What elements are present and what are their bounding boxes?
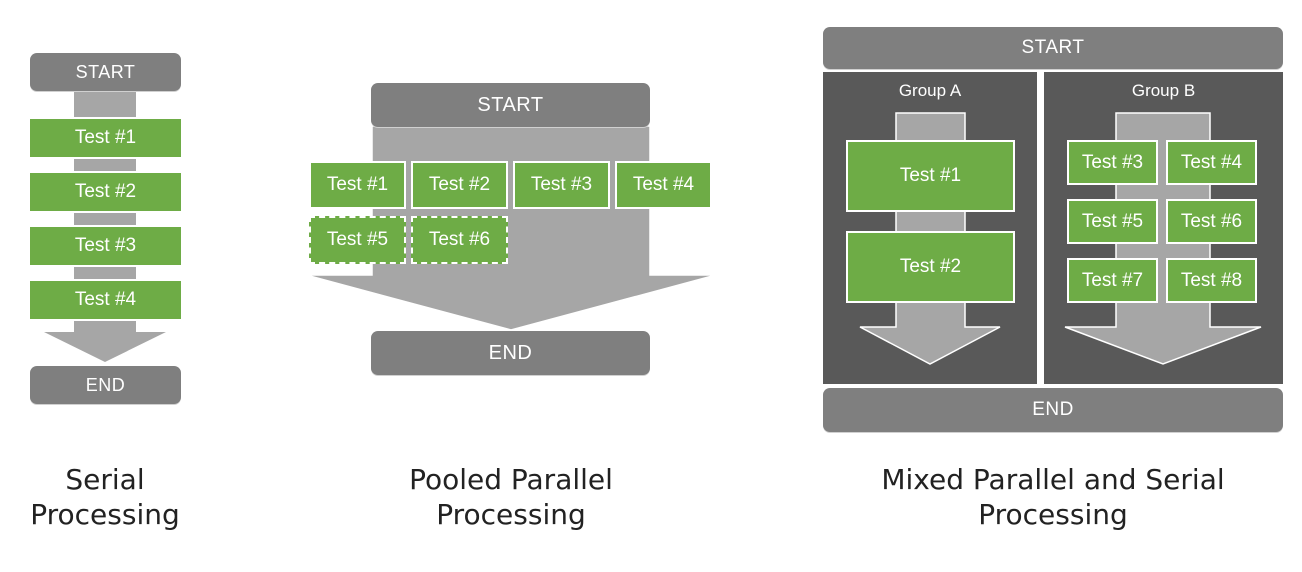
- group-a-test-1: Test #1: [846, 140, 1015, 212]
- group-b-test-5: Test #5: [1067, 199, 1158, 244]
- pooled-end-box: END: [371, 331, 650, 375]
- group-b-test-7: Test #7: [1067, 258, 1158, 303]
- group-b-test-3: Test #3: [1067, 140, 1158, 185]
- serial-caption-line2: Processing: [30, 498, 180, 531]
- pooled-caption: Pooled Parallel Processing: [361, 462, 661, 532]
- serial-test-1: Test #1: [28, 117, 183, 159]
- pooled-test-6: Test #6: [411, 216, 508, 264]
- mixed-caption-line1: Mixed Parallel and Serial: [881, 463, 1225, 496]
- mixed-end-box: END: [823, 388, 1283, 432]
- pooled-caption-line1: Pooled Parallel: [409, 463, 613, 496]
- mixed-start-box: START: [823, 27, 1283, 69]
- pooled-caption-line2: Processing: [436, 498, 586, 531]
- mixed-caption: Mixed Parallel and Serial Processing: [863, 462, 1243, 532]
- serial-start-box: START: [30, 53, 181, 91]
- pooled-start-box: START: [371, 83, 650, 127]
- serial-caption: Serial Processing: [0, 462, 210, 532]
- serial-end-box: END: [30, 366, 181, 404]
- group-b-test-4: Test #4: [1166, 140, 1257, 185]
- serial-caption-line1: Serial: [65, 463, 145, 496]
- serial-test-4: Test #4: [28, 279, 183, 321]
- pooled-test-1: Test #1: [309, 161, 406, 209]
- pooled-test-3: Test #3: [513, 161, 610, 209]
- group-b-test-8: Test #8: [1166, 258, 1257, 303]
- mixed-caption-line2: Processing: [978, 498, 1128, 531]
- pooled-test-4: Test #4: [615, 161, 712, 209]
- group-b-label: Group B: [1131, 81, 1196, 100]
- serial-test-3: Test #3: [28, 225, 183, 267]
- pooled-test-2: Test #2: [411, 161, 508, 209]
- pooled-test-5: Test #5: [309, 216, 406, 264]
- serial-test-2: Test #2: [28, 171, 183, 213]
- group-b-test-6: Test #6: [1166, 199, 1257, 244]
- group-a-label: Group A: [898, 81, 962, 100]
- group-a-test-2: Test #2: [846, 231, 1015, 303]
